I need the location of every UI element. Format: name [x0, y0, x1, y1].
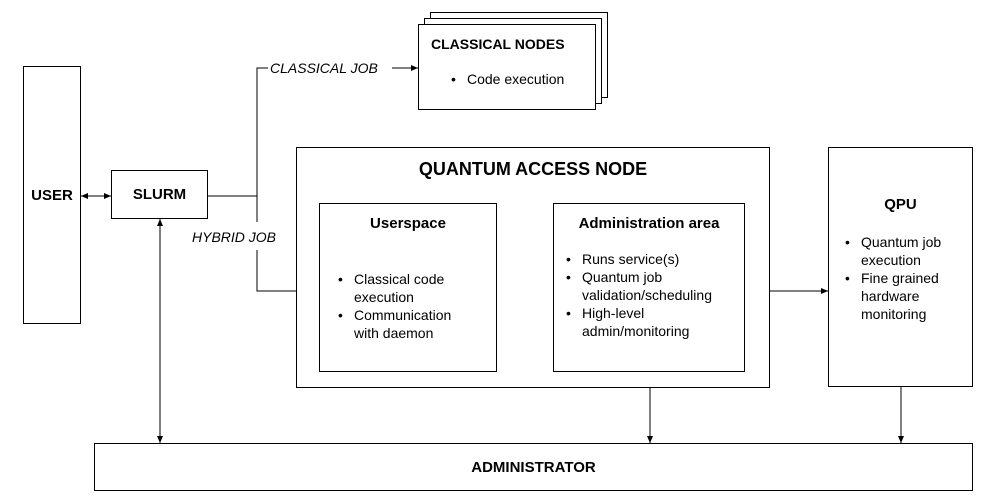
administrator-box: ADMINISTRATOR: [94, 443, 973, 491]
administrator-label: ADMINISTRATOR: [471, 459, 596, 476]
list-item: Code execution: [447, 70, 564, 88]
hybrid-job-label: HYBRID JOB: [192, 229, 277, 245]
administration-area-title: Administration area: [578, 215, 720, 232]
slurm-box: SLURM: [111, 170, 208, 219]
user-label: USER: [31, 187, 73, 204]
classical-nodes-title: CLASSICAL NODES: [431, 36, 565, 52]
userspace-box: Userspace Classical code execution Commu…: [319, 203, 497, 372]
list-item: Quantum job validation/scheduling: [562, 268, 712, 304]
userspace-title: Userspace: [370, 215, 446, 232]
classical-nodes-box: CLASSICAL NODES Code execution: [418, 24, 596, 110]
administration-area-list: Runs service(s) Quantum job validation/s…: [562, 250, 712, 340]
list-item: Runs service(s): [562, 250, 712, 268]
list-item: Communication with daemon: [334, 306, 451, 342]
slurm-label: SLURM: [132, 186, 187, 203]
administration-area-box: Administration area Runs service(s) Quan…: [553, 203, 745, 372]
qpu-box: QPU Quantum job execution Fine grained h…: [828, 147, 973, 387]
classical-job-line: [256, 67, 268, 196]
quantum-access-node-title: QUANTUM ACCESS NODE: [418, 159, 648, 179]
list-item: Quantum job execution: [841, 233, 941, 269]
userspace-list: Classical code execution Communication w…: [334, 270, 451, 342]
user-box: USER: [23, 66, 81, 324]
qpu-list: Quantum job execution Fine grained hardw…: [841, 233, 941, 323]
qpu-title: QPU: [884, 196, 917, 213]
list-item: Classical code execution: [334, 270, 451, 306]
list-item: Fine grained hardware monitoring: [841, 269, 941, 323]
list-item: High-level admin/monitoring: [562, 304, 712, 340]
classical-nodes-list: Code execution: [447, 70, 564, 88]
classical-job-label: CLASSICAL JOB: [270, 60, 378, 76]
